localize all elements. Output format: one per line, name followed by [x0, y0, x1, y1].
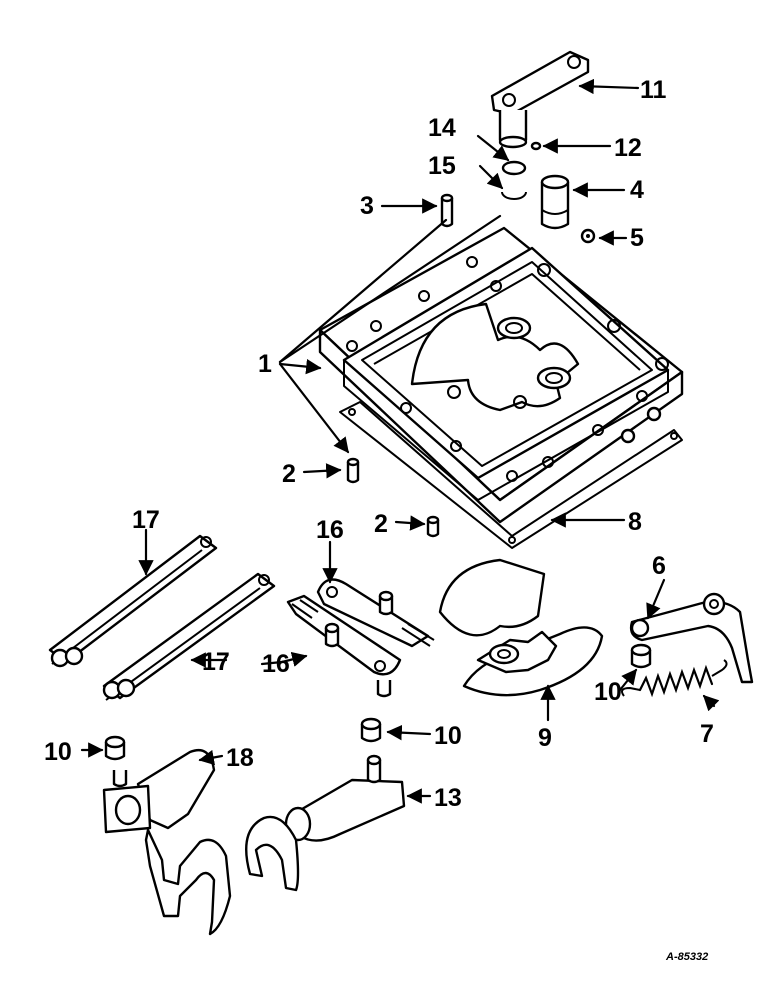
- callout-14: 14: [428, 114, 456, 142]
- part-16-interlock-plate-upper: [316, 578, 435, 648]
- callout-4: 4: [630, 176, 644, 204]
- part-10-roller-left: [104, 735, 126, 761]
- callout-12: 12: [614, 134, 642, 162]
- callout-8: 8: [628, 508, 642, 536]
- callout-18: 18: [226, 744, 254, 772]
- callout-10-center: 10: [434, 722, 462, 750]
- callout-9: 9: [538, 724, 552, 752]
- callout-2-left: 2: [282, 460, 296, 488]
- part-5-plug: [580, 228, 596, 244]
- part-10-roller-right: [630, 643, 652, 669]
- part-7-spring: [621, 659, 728, 698]
- part-14-washer: [501, 160, 527, 176]
- part-15-snap-ring: [501, 191, 527, 200]
- callout-11: 11: [640, 76, 667, 104]
- part-1-cover-housing: [318, 226, 684, 524]
- callout-5: 5: [630, 224, 644, 252]
- part-8-gasket: [339, 401, 683, 549]
- callout-1: 1: [258, 350, 272, 378]
- callout-16-lower: 16: [262, 650, 290, 678]
- callout-10-left: 10: [44, 738, 72, 766]
- part-18-shift-fork: [102, 748, 232, 936]
- part-10-roller-center: [360, 717, 382, 743]
- callout-16-upper: 16: [316, 516, 344, 544]
- callout-17-upper: 17: [132, 506, 160, 534]
- callout-10-right: 10: [594, 678, 622, 706]
- part-2-dowel-pin-left: [346, 457, 360, 484]
- part-3-dowel-pin: [440, 193, 454, 228]
- callout-2-center: 2: [374, 510, 388, 538]
- part-2-dowel-pin-center: [426, 515, 440, 538]
- part-12-pin: [530, 141, 542, 151]
- part-4-bushing: [540, 174, 570, 230]
- callout-17-lower: 17: [202, 648, 230, 676]
- part-13-shift-fork: [245, 754, 406, 892]
- callout-3: 3: [360, 192, 374, 220]
- part-17-shift-rail-upper: [48, 534, 218, 668]
- drawing-code: A-85332: [665, 951, 708, 963]
- callout-6: 6: [652, 552, 666, 580]
- callout-13: 13: [434, 784, 462, 812]
- callout-7: 7: [700, 720, 714, 748]
- part-6-lever: [629, 592, 754, 684]
- leader-lines: [80, 78, 720, 804]
- part-11-lever-arm: [490, 50, 590, 149]
- part-16-interlock-plate-lower: [286, 594, 402, 698]
- part-9-selector-plate: [438, 558, 604, 697]
- callout-15: 15: [428, 152, 456, 180]
- part-17-shift-rail-lower: [102, 572, 276, 701]
